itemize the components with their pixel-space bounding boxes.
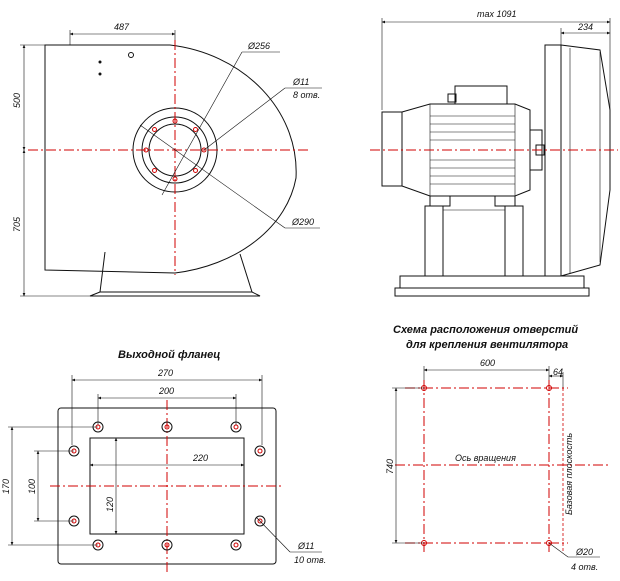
base-frame bbox=[399, 275, 585, 289]
side-view: max 1091 234 bbox=[370, 9, 618, 297]
mount-holes-4: 4 отв. bbox=[571, 562, 598, 572]
leader-20 bbox=[548, 542, 569, 558]
inlet-bolt-hole bbox=[201, 147, 207, 153]
dia-11: Ø11 bbox=[292, 77, 309, 87]
base-plane-label: Базовая плоскость bbox=[564, 433, 574, 515]
outlet-flange: Выходной фланец 270 200 bbox=[1, 349, 326, 572]
mount-title-2: для крепления вентилятора bbox=[406, 339, 568, 351]
inlet-bolt-hole bbox=[193, 168, 198, 173]
flange-title: Выходной фланец bbox=[118, 349, 220, 361]
flange-dia-11: Ø11 bbox=[297, 541, 314, 551]
terminal-box bbox=[454, 85, 508, 105]
motor-foot bbox=[429, 195, 451, 207]
dim-234: 234 bbox=[577, 22, 593, 32]
cable-gland bbox=[447, 93, 457, 103]
front-view: 487 500 705 Ø256 Ø11 8 отв. Ø290 bbox=[12, 22, 322, 297]
dim-max-1091: max 1091 bbox=[477, 9, 517, 19]
dim-705: 705 bbox=[12, 216, 22, 232]
pedestal-leg bbox=[424, 205, 444, 277]
inlet-bolt-hole bbox=[172, 176, 178, 182]
dim-64: 64 bbox=[553, 367, 563, 377]
mount-hole bbox=[546, 385, 552, 391]
base-plate bbox=[394, 287, 590, 297]
housing-side-plate bbox=[544, 44, 562, 277]
dim-600: 600 bbox=[480, 358, 495, 368]
housing-dot bbox=[98, 60, 102, 64]
motor-foot bbox=[494, 195, 516, 207]
motor-fan-cover bbox=[381, 111, 403, 187]
housing-hole bbox=[128, 52, 134, 58]
mounting-scheme: Схема расположения отверстий для креплен… bbox=[385, 324, 608, 572]
housing-outline bbox=[44, 44, 297, 274]
leader-290 bbox=[139, 124, 286, 229]
dim-487: 487 bbox=[114, 22, 130, 32]
pedestal-leg bbox=[504, 205, 524, 277]
dim-500: 500 bbox=[12, 93, 22, 108]
inlet-bolt-hole bbox=[152, 127, 157, 132]
inlet-bolt-hole bbox=[152, 168, 157, 173]
dia-290: Ø290 bbox=[291, 217, 314, 227]
dim-740: 740 bbox=[385, 459, 395, 474]
mount-dia-20: Ø20 bbox=[575, 547, 593, 557]
dim-100: 100 bbox=[27, 479, 37, 494]
rotation-axis-label: Ось вращения bbox=[455, 453, 516, 463]
housing-scroll-side bbox=[560, 44, 611, 277]
inlet-bolt-hole bbox=[193, 127, 198, 132]
base-foot bbox=[89, 251, 261, 297]
dim-170: 170 bbox=[1, 479, 11, 494]
dim-120: 120 bbox=[105, 497, 115, 512]
mount-title-1: Схема расположения отверстий bbox=[393, 324, 578, 336]
leader-11 bbox=[203, 87, 286, 151]
dim-270: 270 bbox=[157, 368, 173, 378]
dim-200: 200 bbox=[158, 386, 174, 396]
leader-flange-11 bbox=[255, 516, 291, 553]
dia-256: Ø256 bbox=[247, 41, 270, 51]
dim-220: 220 bbox=[192, 453, 208, 463]
mount-hole bbox=[546, 540, 552, 546]
holes-8: 8 отв. bbox=[293, 90, 320, 100]
leader-256 bbox=[161, 51, 243, 196]
flange-holes-10: 10 отв. bbox=[294, 555, 326, 565]
housing-dot bbox=[98, 72, 102, 76]
